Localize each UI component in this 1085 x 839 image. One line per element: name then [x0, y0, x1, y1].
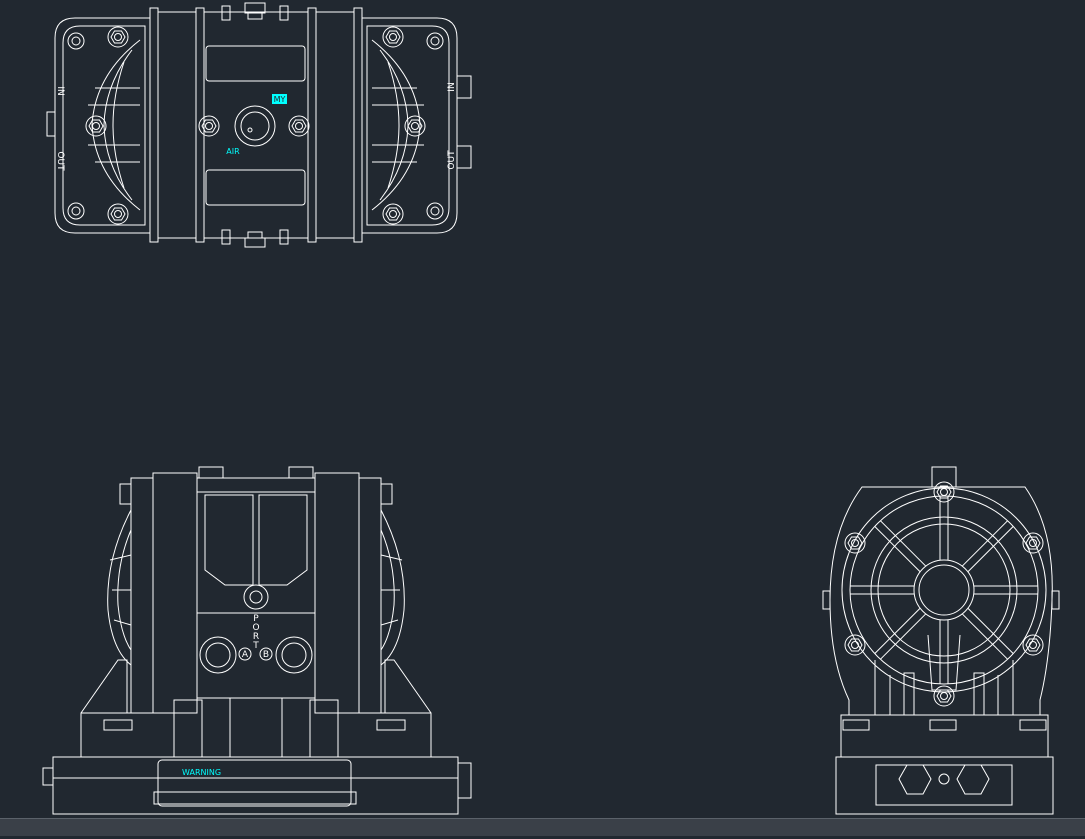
my-tag-box [272, 94, 287, 104]
status-bar [0, 818, 1085, 836]
air-tag-label: AIR [226, 147, 240, 156]
my-tag-label: MY [274, 95, 286, 104]
top-view [46, 2, 472, 248]
port-letter-o: O [252, 623, 259, 633]
warning-label: WARNING [182, 768, 221, 777]
port-letter-t: T [252, 641, 259, 651]
port-in-right-label: IN [447, 82, 457, 91]
port-in-left-label: IN [55, 86, 65, 95]
port-a-label: A [242, 650, 249, 660]
port-out-right-label: OUT [447, 150, 457, 170]
port-letter-r: R [253, 632, 259, 642]
port-letter-p: P [253, 614, 259, 624]
side-view [822, 466, 1060, 815]
port-out-left-label: OUT [55, 151, 65, 171]
port-b-label: B [263, 650, 269, 660]
front-view [42, 466, 472, 815]
